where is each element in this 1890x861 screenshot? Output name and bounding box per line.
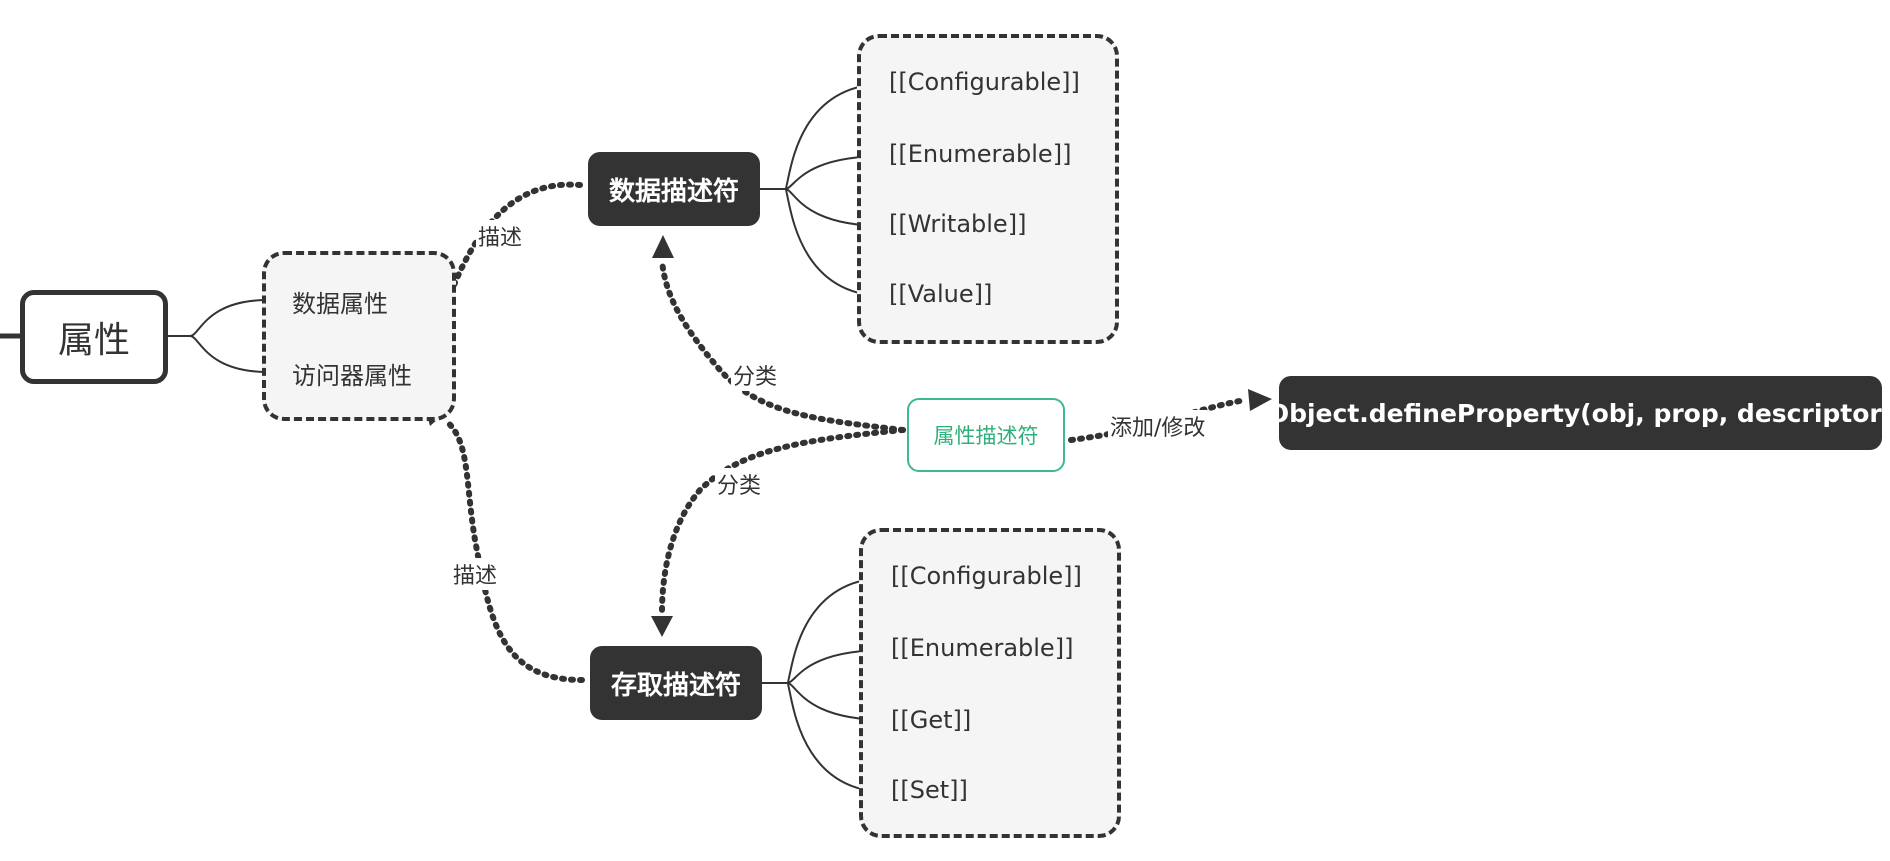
accessor-descriptor-children-group bbox=[859, 528, 1121, 838]
root-branch-line bbox=[168, 299, 269, 373]
accessor-child-enumerable[interactable]: [[Enumerable]] bbox=[891, 634, 1074, 662]
edge-label-describe-data: 描述 bbox=[476, 220, 525, 252]
define-property-node[interactable]: Object.defineProperty(obj, prop, descrip… bbox=[1268, 376, 1890, 450]
data-child-enumerable[interactable]: [[Enumerable]] bbox=[889, 140, 1072, 168]
accessor-child-configurable[interactable]: [[Configurable]] bbox=[891, 562, 1082, 590]
accessor-child-set[interactable]: [[Set]] bbox=[891, 776, 968, 804]
data-attribute-node[interactable]: 数据属性 bbox=[292, 290, 388, 318]
data-child-writable[interactable]: [[Writable]] bbox=[889, 210, 1027, 238]
data-child-configurable[interactable]: [[Configurable]] bbox=[889, 68, 1080, 96]
accessor-child-get[interactable]: [[Get]] bbox=[891, 706, 972, 734]
data-descriptor-label: 数据描述符 bbox=[608, 176, 739, 207]
accessor-descriptor-node[interactable]: 存取描述符 bbox=[590, 646, 762, 720]
accessor-descriptor-branch-line bbox=[762, 577, 888, 793]
classify-arrowhead-data bbox=[652, 235, 674, 258]
edge-label-classify-accessor: 分类 bbox=[715, 468, 764, 500]
classify-relation-data bbox=[659, 257, 906, 433]
property-descriptor-label: 属性描述符 bbox=[933, 424, 1039, 448]
edge-label-classify-data: 分类 bbox=[731, 359, 780, 391]
root-node-property[interactable]: 属性 bbox=[20, 290, 168, 384]
accessor-descriptor-label: 存取描述符 bbox=[610, 670, 741, 701]
property-descriptor-node[interactable]: 属性描述符 bbox=[907, 398, 1065, 472]
define-property-label: Object.defineProperty(obj, prop, descrip… bbox=[1267, 398, 1890, 428]
data-descriptor-branch-line bbox=[760, 83, 886, 297]
data-child-value[interactable]: [[Value]] bbox=[889, 280, 993, 308]
attribute-types-group bbox=[262, 251, 456, 421]
add-modify-arrowhead bbox=[1248, 389, 1272, 411]
classify-relation-accessor bbox=[659, 427, 906, 615]
edge-label-describe-accessor: 描述 bbox=[451, 558, 500, 590]
accessor-attribute-node[interactable]: 访问器属性 bbox=[292, 362, 412, 390]
describe-relation-accessor bbox=[442, 417, 585, 683]
classify-arrowhead-accessor bbox=[651, 616, 673, 637]
data-descriptor-children-group bbox=[857, 34, 1119, 344]
data-descriptor-node[interactable]: 数据描述符 bbox=[588, 152, 760, 226]
describe-relation-data bbox=[449, 181, 583, 293]
root-node-label: 属性 bbox=[57, 320, 130, 361]
edge-label-add-modify: 添加/修改 bbox=[1108, 410, 1208, 442]
